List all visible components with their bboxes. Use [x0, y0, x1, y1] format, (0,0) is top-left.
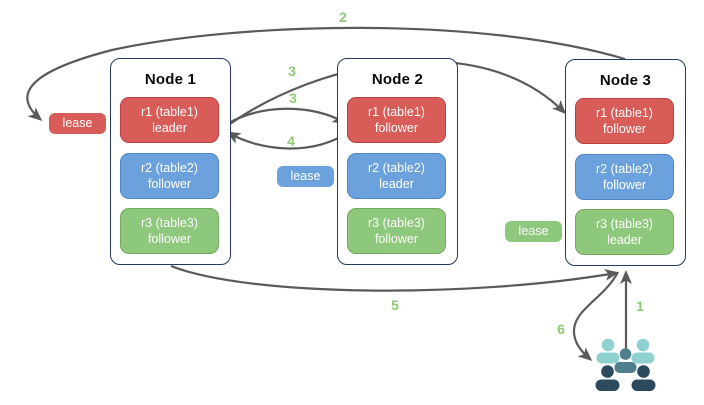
replica-range-label: r1 (table1) — [141, 104, 198, 119]
step-label-3a: 3 — [288, 63, 296, 79]
step-label-2: 2 — [339, 9, 347, 25]
replica-role-label: follower — [147, 177, 192, 191]
node-title: Node 2 — [371, 71, 424, 88]
replica-r1-node3: r1 (table1) follower — [575, 98, 674, 144]
arrow-step-5 — [170, 264, 619, 292]
replica-r2-node3: r2 (table2) follower — [575, 154, 674, 200]
replica-r1-node1: r1 (table1) leader — [120, 97, 219, 143]
replica-role-label: leader — [379, 177, 414, 191]
replica-r2-node2: r2 (table2) leader — [347, 153, 446, 199]
replica-range-label: r1 (table1) — [596, 105, 653, 120]
replica-r3-node1: r3 (table3) follower — [120, 208, 219, 254]
replica-role-label: leader — [607, 233, 642, 247]
replica-range-label: r3 (table3) — [596, 216, 653, 231]
replica-role-label: follower — [374, 121, 419, 135]
replica-role-label: follower — [147, 232, 192, 246]
arrow-step-6 — [572, 271, 619, 361]
node-box-1: Node 1 r1 (table1) leader r2 (table2) fo… — [110, 58, 231, 265]
lease-badge-r2: lease — [277, 166, 334, 187]
replica-r1-node2: r1 (table1) follower — [347, 97, 446, 143]
node-box-2: Node 2 r1 (table1) follower r2 (table2) … — [337, 58, 458, 265]
replica-role-label: leader — [152, 121, 187, 135]
replica-r3-node3: r3 (table3) leader — [575, 209, 674, 255]
node-box-3: Node 3 r1 (table1) follower r2 (table2) … — [565, 59, 686, 266]
replica-role-label: follower — [602, 122, 647, 136]
lease-badge-r1: lease — [49, 113, 106, 134]
replica-role-label: follower — [602, 178, 647, 192]
replica-range-label: r3 (table3) — [141, 215, 198, 230]
step-label-1: 1 — [636, 298, 644, 314]
step-label-4: 4 — [287, 133, 295, 149]
step-label-6: 6 — [557, 321, 565, 337]
replica-range-label: r2 (table2) — [596, 161, 653, 176]
replica-range-label: r1 (table1) — [368, 104, 425, 119]
replica-range-label: r2 (table2) — [141, 160, 198, 175]
replica-range-label: r3 (table3) — [368, 215, 425, 230]
step-label-3b: 3 — [289, 90, 297, 106]
replica-r3-node2: r3 (table3) follower — [347, 208, 446, 254]
lease-badge-r3: lease — [505, 221, 562, 242]
node-title: Node 3 — [599, 72, 652, 89]
replica-range-label: r2 (table2) — [368, 160, 425, 175]
arrow-step-3-to-node2 — [226, 107, 347, 125]
node-title: Node 1 — [144, 71, 197, 88]
replica-r2-node1: r2 (table2) follower — [120, 153, 219, 199]
users-icon — [595, 338, 656, 391]
replica-role-label: follower — [374, 232, 419, 246]
step-label-5: 5 — [391, 297, 399, 313]
